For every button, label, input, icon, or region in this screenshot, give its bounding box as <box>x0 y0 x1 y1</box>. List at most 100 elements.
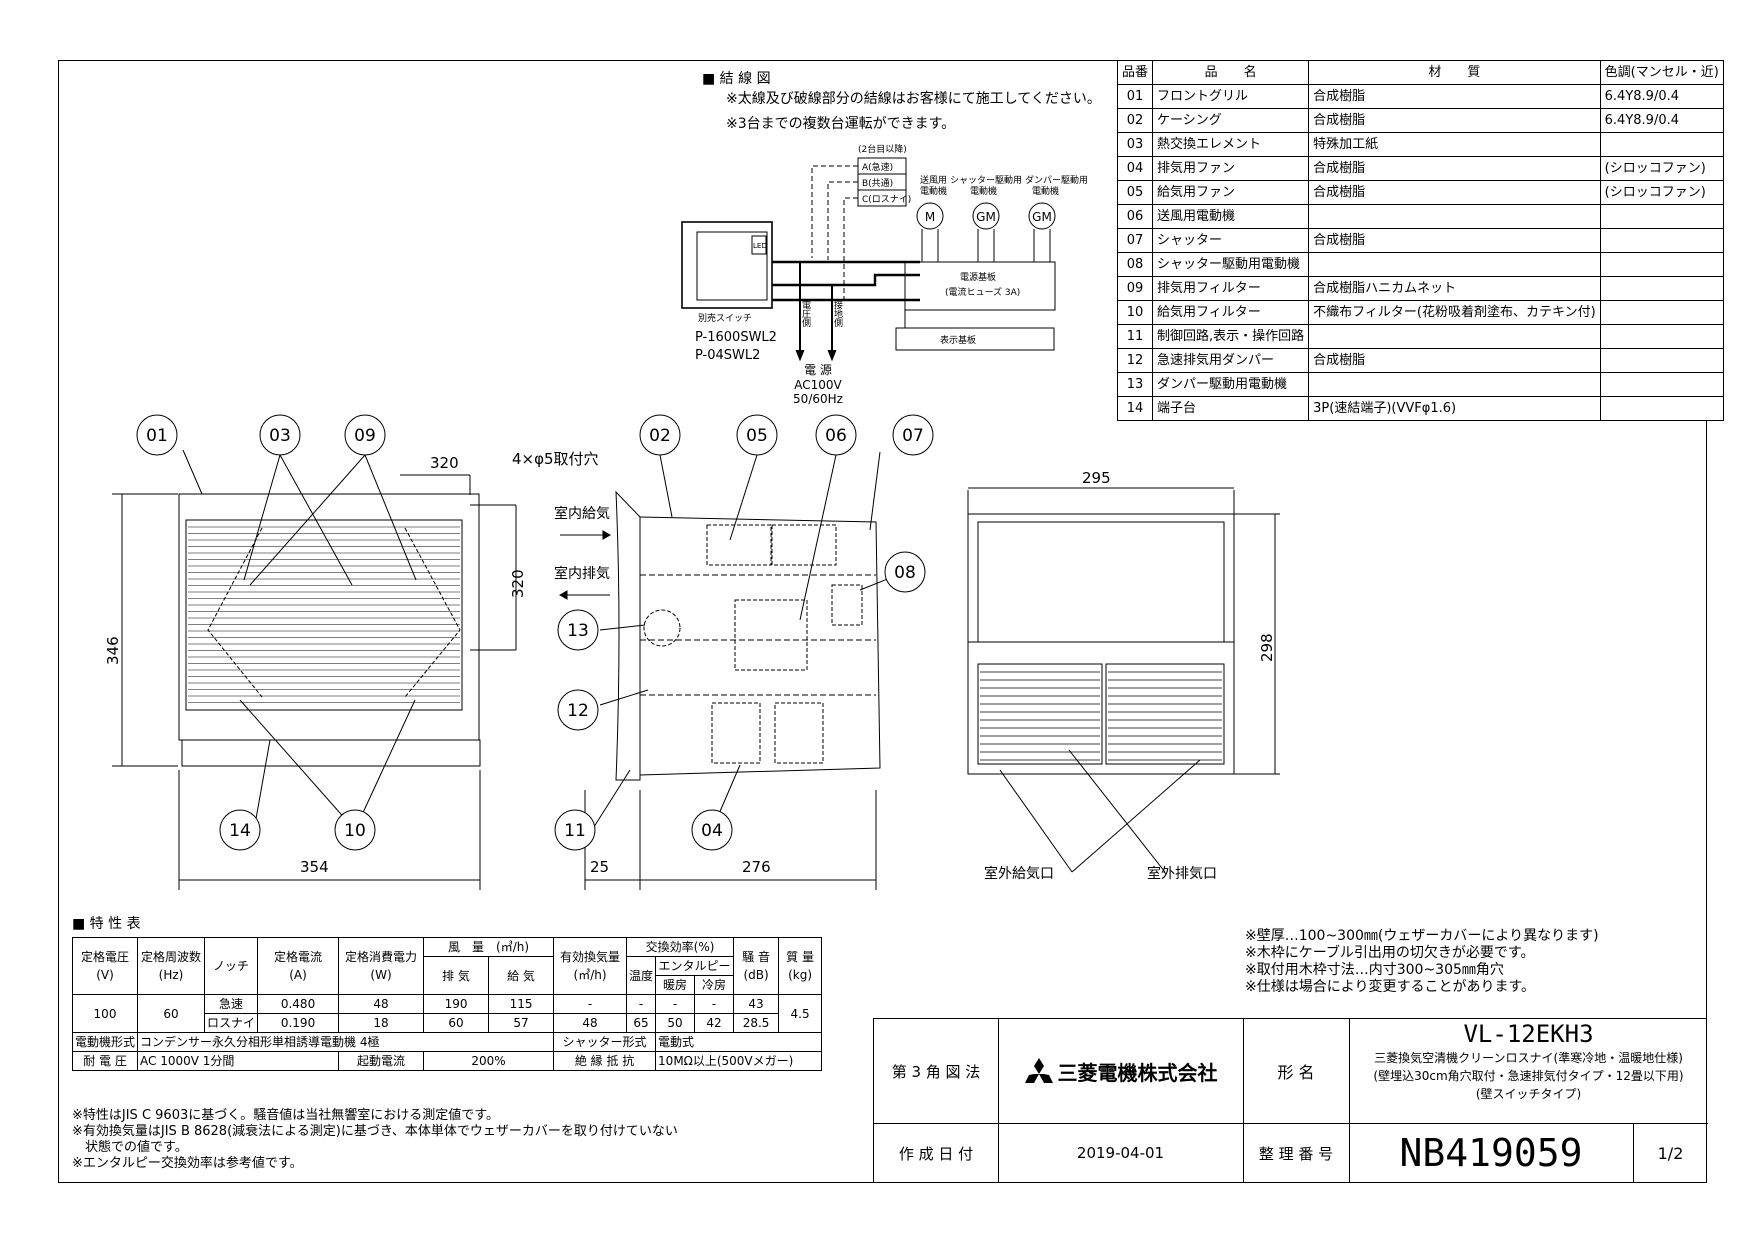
callout-label: 05 <box>746 426 768 446</box>
indoor-exhaust-label: 室内排気 <box>554 565 610 582</box>
outdoor-supply-label: 室外給気口 <box>984 865 1054 882</box>
dim-320-vertical: 320 <box>509 569 527 598</box>
parts-cell <box>1599 396 1724 421</box>
dim-354: 354 <box>300 858 329 876</box>
insulation-value: 10MΩ以上(500Vメガー) <box>655 1051 823 1071</box>
damper-motor-icon: GM <box>1032 210 1052 224</box>
frequency-value: 60 <box>137 994 206 1033</box>
callout-label: 13 <box>567 621 589 641</box>
date-label: 作 成 日 付 <box>874 1123 999 1183</box>
insulation-label: 絶 縁 抵 抗 <box>553 1051 657 1071</box>
supply-rapid: 115 <box>488 994 555 1014</box>
parts-cell: シャッター <box>1152 228 1310 253</box>
callout-06: 06 <box>815 414 857 456</box>
withstand-value: AC 1000V 1分間 <box>137 1051 340 1071</box>
callout-11: 11 <box>554 809 596 851</box>
parts-cell <box>1599 276 1724 301</box>
title-block: 第 3 角 図 法 三菱電機株式会社 形 名 VL-12EKH3 三菱換気空清機… <box>873 1018 1708 1183</box>
h-supply: 給 気 <box>488 956 555 995</box>
switch-model-1: P-1600SWL2 <box>695 330 777 345</box>
callout-label: 14 <box>229 821 251 841</box>
parts-cell <box>1599 324 1724 349</box>
h-frequency-unit: (Hz) <box>158 968 184 982</box>
front-view <box>112 449 517 890</box>
callout-04: 04 <box>691 809 733 851</box>
callout-05: 05 <box>736 414 778 456</box>
mitsubishi-logo-icon <box>1024 1058 1053 1083</box>
start-current-value: 200% <box>423 1051 555 1071</box>
mass-value: 4.5 <box>778 994 823 1033</box>
dim-25: 25 <box>590 858 609 876</box>
creation-date: 2019-04-01 <box>998 1123 1244 1183</box>
heating-rapid: - <box>655 994 696 1014</box>
callout-09: 09 <box>344 414 386 456</box>
terminal-a-label: A(急速) <box>862 161 893 173</box>
parts-cell <box>1308 324 1601 349</box>
h-heating: 暖房 <box>655 975 696 995</box>
mount-holes-label: 4×φ5取付穴 <box>512 450 599 468</box>
fan-motor-icon: M <box>925 210 935 224</box>
wiring-note-2: ※3台までの複数台運転ができます。 <box>726 116 956 132</box>
h-noise: 騒 音 <box>742 950 770 964</box>
exhaust-rapid: 190 <box>423 994 490 1014</box>
parts-cell: 3P(速結端子)(VVFφ1.6) <box>1308 396 1601 421</box>
callout-label: 11 <box>564 821 586 841</box>
wiring-heading: ■ 結 線 図 <box>702 71 771 87</box>
h-voltage: 定格電圧 <box>81 950 130 964</box>
parts-cell <box>1308 372 1601 397</box>
exhaust-lossnay: 60 <box>423 1013 490 1033</box>
led-label: LED <box>753 242 767 250</box>
motor-label-shutter: シャッター駆動用 <box>950 175 1022 186</box>
motor-label-shutter-b: 電動機 <box>970 185 997 197</box>
terminal-b-label: B(共通) <box>862 178 893 189</box>
parts-cell: 特殊加工紙 <box>1308 132 1601 157</box>
motor-type-label: 電動機形式 <box>71 1032 139 1052</box>
parts-cell: 08 <box>1116 252 1154 277</box>
h-temp: 温度 <box>626 956 657 995</box>
installation-note: ※仕様は場合により変更することがあります。 <box>1245 979 1536 995</box>
h-effective: 有効換気量 <box>560 950 621 964</box>
spec-table: 定格電圧(V) 定格周波数(Hz) ノッチ 定格電流(A) 定格消費電力(W) … <box>71 937 823 1071</box>
parts-cell: 制御回路,表示・操作回路 <box>1152 324 1310 349</box>
parts-cell: 合成樹脂 <box>1308 180 1601 205</box>
dim-276: 276 <box>742 858 771 876</box>
model-number: VL-12EKH3 <box>1463 1020 1594 1048</box>
parts-cell: 給気用フィルター <box>1152 300 1310 325</box>
spec-note: 状態での値です。 <box>72 1140 188 1155</box>
parts-cell: 給気用ファン <box>1152 180 1310 205</box>
shutter-type-label: シャッター形式 <box>553 1032 657 1052</box>
cooling-lossnay: 42 <box>694 1013 735 1033</box>
parts-cell: 6.4Y8.9/0.4 <box>1599 108 1724 133</box>
model-description-1: 三菱換気空清機クリーンロスナイ(準寒冷地・温暖地仕様) <box>1374 1051 1683 1065</box>
power-label: 電 源 <box>804 363 832 377</box>
effective-lossnay: 48 <box>553 1013 628 1033</box>
parts-cell: 02 <box>1116 108 1154 133</box>
dim-320-horizontal: 320 <box>430 454 459 472</box>
parts-cell: 合成樹脂 <box>1308 156 1601 181</box>
h-power: 定格消費電力 <box>345 950 418 964</box>
shutter-motor-icon: GM <box>976 210 996 224</box>
h-frequency: 定格周波数 <box>141 950 202 964</box>
spec-note: ※エンタルピー交換効率は参考値です。 <box>72 1156 303 1171</box>
spec-notes: ※特性はJIS C 9603に基づく。騒音値は当社無響室における測定値です。※有… <box>72 1108 678 1172</box>
fuse-label: (電流ヒューズ 3A) <box>945 286 1020 298</box>
parts-cell: 06 <box>1116 204 1154 229</box>
dim-346: 346 <box>104 636 122 665</box>
display-board-label: 表示基板 <box>940 334 976 346</box>
parts-cell: 不織布フィルター(花粉吸着剤塗布、カテキン付) <box>1308 300 1601 325</box>
h-notch: ノッチ <box>204 937 259 995</box>
motor-label-fan: 送風用 <box>920 174 947 186</box>
indoor-supply-label: 室内給気 <box>554 505 610 522</box>
parts-cell: 急速排気用ダンパー <box>1152 348 1310 373</box>
parts-header-0: 品番 <box>1116 60 1154 85</box>
